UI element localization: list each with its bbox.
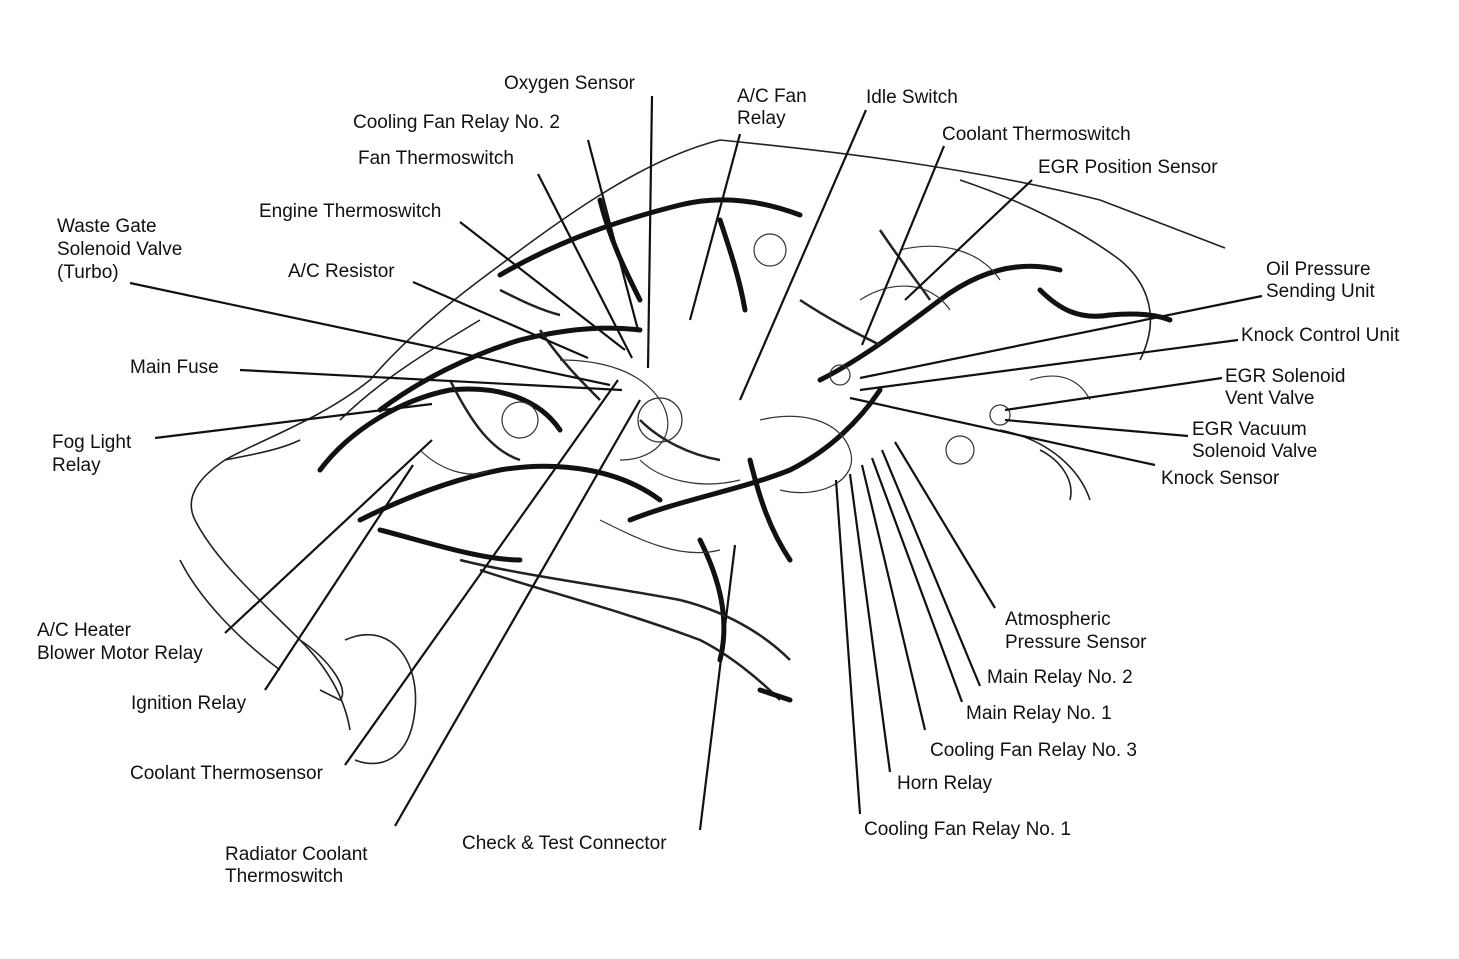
- label-cooling-fan-relay-3: Cooling Fan Relay No. 3: [930, 740, 1137, 761]
- label-egr-vent-line1: EGR Solenoid: [1225, 366, 1346, 387]
- label-oil-pressure-line1: Oil Pressure: [1266, 259, 1371, 280]
- wiring-harness: [317, 197, 1173, 703]
- label-coolant-thermosensor: Coolant Thermosensor: [130, 763, 323, 784]
- label-main-relay-2: Main Relay No. 2: [987, 667, 1133, 688]
- label-atmospheric-line1: Atmospheric: [1005, 609, 1111, 630]
- label-main-relay-1: Main Relay No. 1: [966, 703, 1112, 724]
- label-egr-vacuum-line1: EGR Vacuum: [1192, 419, 1307, 440]
- label-ac-fan-relay-line2: Relay: [737, 108, 786, 129]
- label-cooling-fan-relay-1: Cooling Fan Relay No. 1: [864, 819, 1071, 840]
- label-ac-heater-line2: Blower Motor Relay: [37, 643, 203, 664]
- label-ignition-relay: Ignition Relay: [131, 693, 247, 714]
- label-atmospheric-line2: Pressure Sensor: [1005, 632, 1147, 653]
- label-knock-control-unit: Knock Control Unit: [1241, 325, 1400, 346]
- label-egr-position-sensor: EGR Position Sensor: [1038, 157, 1218, 178]
- label-egr-vent-line2: Vent Valve: [1225, 388, 1315, 409]
- label-oil-pressure-line2: Sending Unit: [1266, 281, 1375, 302]
- label-radiator-coolant-line1: Radiator Coolant: [225, 844, 368, 865]
- label-fog-light-line1: Fog Light: [52, 432, 132, 453]
- label-coolant-thermoswitch: Coolant Thermoswitch: [942, 124, 1131, 145]
- label-fog-light-line2: Relay: [52, 455, 101, 476]
- label-ac-resistor: A/C Resistor: [288, 261, 395, 282]
- label-radiator-coolant-line2: Thermoswitch: [225, 866, 344, 887]
- leader-lines: [129, 95, 1263, 831]
- label-horn-relay: Horn Relay: [897, 773, 993, 794]
- label-waste-gate-line1: Waste Gate: [57, 216, 157, 237]
- label-knock-sensor: Knock Sensor: [1161, 468, 1280, 489]
- label-check-test-connector: Check & Test Connector: [462, 833, 667, 854]
- label-oxygen-sensor: Oxygen Sensor: [504, 73, 635, 94]
- label-idle-switch: Idle Switch: [866, 87, 958, 108]
- label-engine-thermoswitch: Engine Thermoswitch: [259, 201, 442, 222]
- label-fan-thermoswitch: Fan Thermoswitch: [358, 148, 514, 169]
- label-ac-fan-relay-line1: A/C Fan: [737, 86, 807, 107]
- label-waste-gate-line2: Solenoid Valve: [57, 239, 183, 260]
- label-cooling-fan-relay-2: Cooling Fan Relay No. 2: [353, 112, 560, 133]
- label-egr-vacuum-line2: Solenoid Valve: [1192, 441, 1318, 462]
- label-ac-heater-line1: A/C Heater: [37, 620, 131, 641]
- label-waste-gate-line3: (Turbo): [57, 262, 119, 283]
- car-body-outline: [179, 139, 1226, 765]
- label-main-fuse: Main Fuse: [130, 357, 219, 378]
